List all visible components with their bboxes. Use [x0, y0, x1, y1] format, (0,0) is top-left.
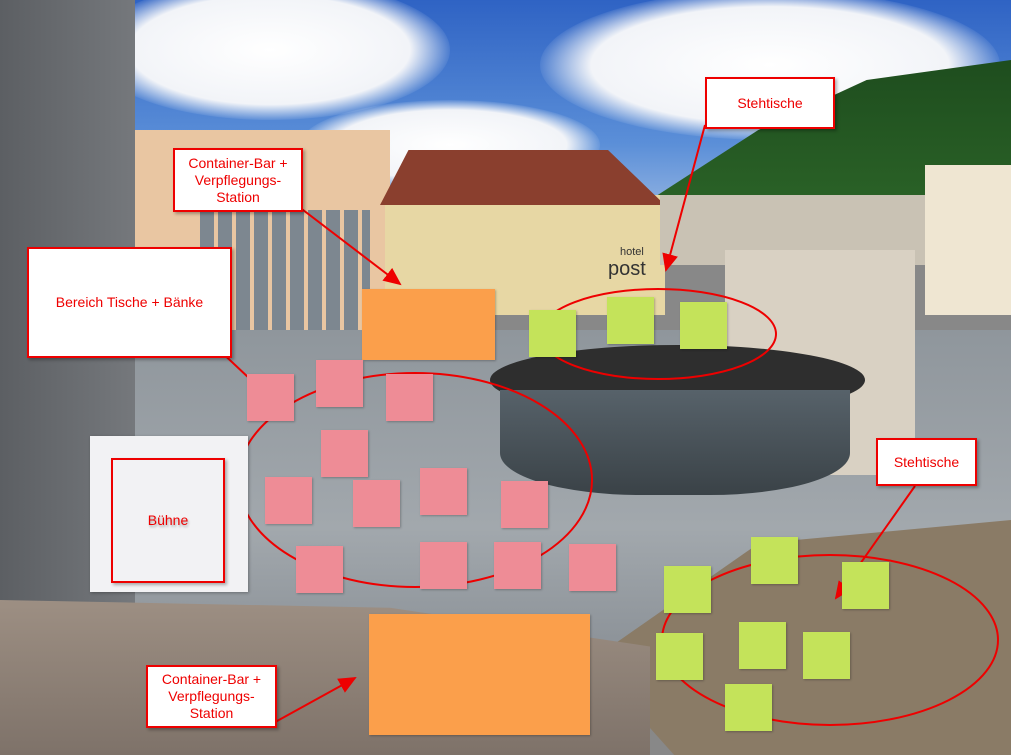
tables-benches-label: Bereich Tische + Bänke [27, 247, 232, 358]
arrow-container-top [289, 199, 402, 286]
cloud [90, 0, 450, 120]
hotel-sign: hotel [620, 246, 644, 258]
table-note [494, 542, 541, 589]
standing-table-note [751, 537, 798, 584]
table-note [321, 430, 368, 477]
building-right [925, 165, 1011, 315]
standing-table-note [842, 562, 889, 609]
standing-table-note [680, 302, 727, 349]
table-note [420, 468, 467, 515]
table-note [386, 374, 433, 421]
table-note [247, 374, 294, 421]
container-bar-note-bottom [369, 614, 590, 735]
table-note [265, 477, 312, 524]
table-note [569, 544, 616, 591]
standing-table-note [739, 622, 786, 669]
standing-tables-top-label: Stehtische [705, 77, 835, 129]
table-note [420, 542, 467, 589]
standing-table-note [725, 684, 772, 731]
container-bar-bottom-label: Container-Bar + Verpflegungs-Station [146, 665, 277, 728]
standing-table-note [656, 633, 703, 680]
table-note [501, 481, 548, 528]
standing-table-note [803, 632, 850, 679]
table-note [353, 480, 400, 527]
standing-table-note [529, 310, 576, 357]
standing-table-note [607, 297, 654, 344]
standing-tables-bottom-label: Stehtische [876, 438, 977, 486]
container-bar-top-label: Container-Bar + Verpflegungs-Station [173, 148, 303, 212]
table-note [316, 360, 363, 407]
post-sign: post [608, 258, 646, 280]
arrow-container-bottom [267, 677, 357, 727]
stage-label: Bühne [111, 458, 225, 583]
container-bar-note-top [362, 289, 495, 360]
hotel-roof [380, 150, 665, 205]
arrow-standing-top [662, 124, 706, 272]
pavilion-glass [500, 390, 850, 495]
stage-area: Bühne [90, 436, 248, 592]
table-note [296, 546, 343, 593]
standing-table-note [664, 566, 711, 613]
